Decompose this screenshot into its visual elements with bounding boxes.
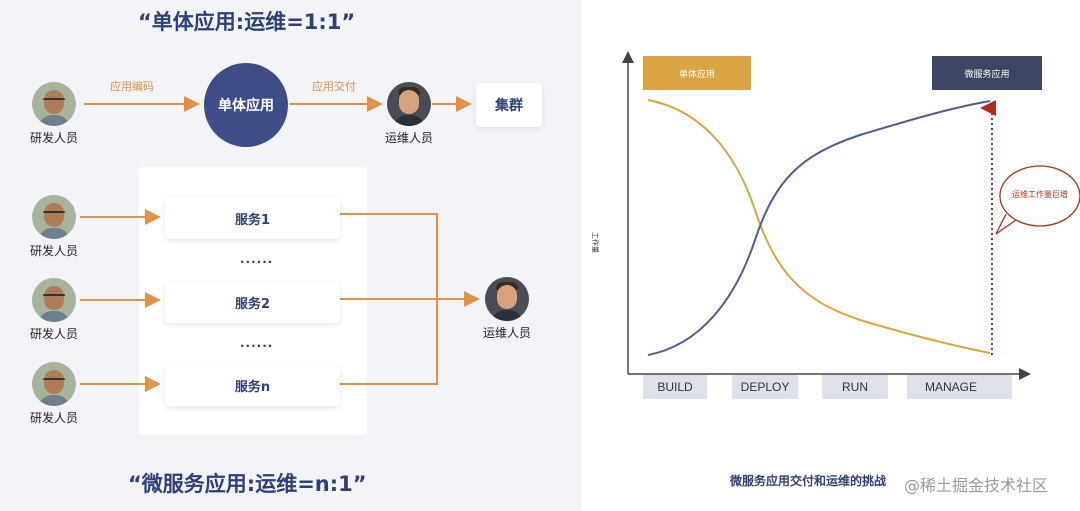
microservice-ratio-title: “微服务应用:运维=n:1” (128, 472, 367, 496)
y-axis-label: 工作量 (591, 232, 599, 253)
developer-label: 研发人员 (29, 131, 78, 145)
ellipsis-1: ...... (240, 252, 274, 266)
legend-monolith: 单体应用 (643, 56, 751, 90)
monolith-node: 单体应用 (204, 63, 288, 147)
monolith-curve (647, 99, 991, 354)
ops-label: 运维人员 (384, 131, 433, 145)
cluster-node: 集群 (476, 83, 542, 127)
chart-caption: 微服务应用交付和运维的挑战 (730, 474, 887, 488)
service-1-node: 服务1 (165, 197, 340, 239)
phase-run: RUN (822, 375, 888, 399)
callout-text: 运维工作量巨增 (1012, 190, 1068, 199)
code-edge-label: 应用编码 (110, 80, 154, 93)
legend-microservice: 微服务应用 (932, 56, 1042, 90)
developer-label: 研发人员 (29, 327, 78, 341)
callout-bubble (995, 165, 1080, 235)
microservice-curve (647, 100, 991, 356)
developer-avatar (32, 278, 76, 322)
developer-avatar (32, 195, 76, 239)
developer-label: 研发人员 (29, 244, 78, 258)
monolith-ratio-title: “单体应用:运维=1:1” (138, 10, 356, 34)
phase-build: BUILD (643, 375, 707, 399)
deliver-edge-label: 应用交付 (312, 80, 356, 93)
ops-avatar (485, 277, 529, 321)
phase-deploy: DEPLOY (732, 375, 798, 399)
developer-2: 研发人员 (19, 278, 89, 342)
developer-3: 研发人员 (19, 362, 89, 426)
phase-manage: MANAGE (907, 375, 1012, 399)
developer-1: 研发人员 (19, 195, 89, 259)
service-n-node: 服务n (165, 364, 340, 406)
ops-shared: 运维人员 (472, 277, 542, 341)
developer-label: 研发人员 (29, 411, 78, 425)
ops-top: 运维人员 (374, 82, 444, 146)
developer-avatar (32, 82, 76, 126)
ops-avatar (387, 82, 431, 126)
developer-top: 研发人员 (19, 82, 89, 146)
ellipsis-2: ...... (240, 336, 274, 350)
developer-avatar (32, 362, 76, 406)
ops-label: 运维人员 (482, 326, 531, 340)
watermark: @稀土掘金技术社区 (904, 476, 1049, 495)
service-2-node: 服务2 (165, 281, 340, 323)
